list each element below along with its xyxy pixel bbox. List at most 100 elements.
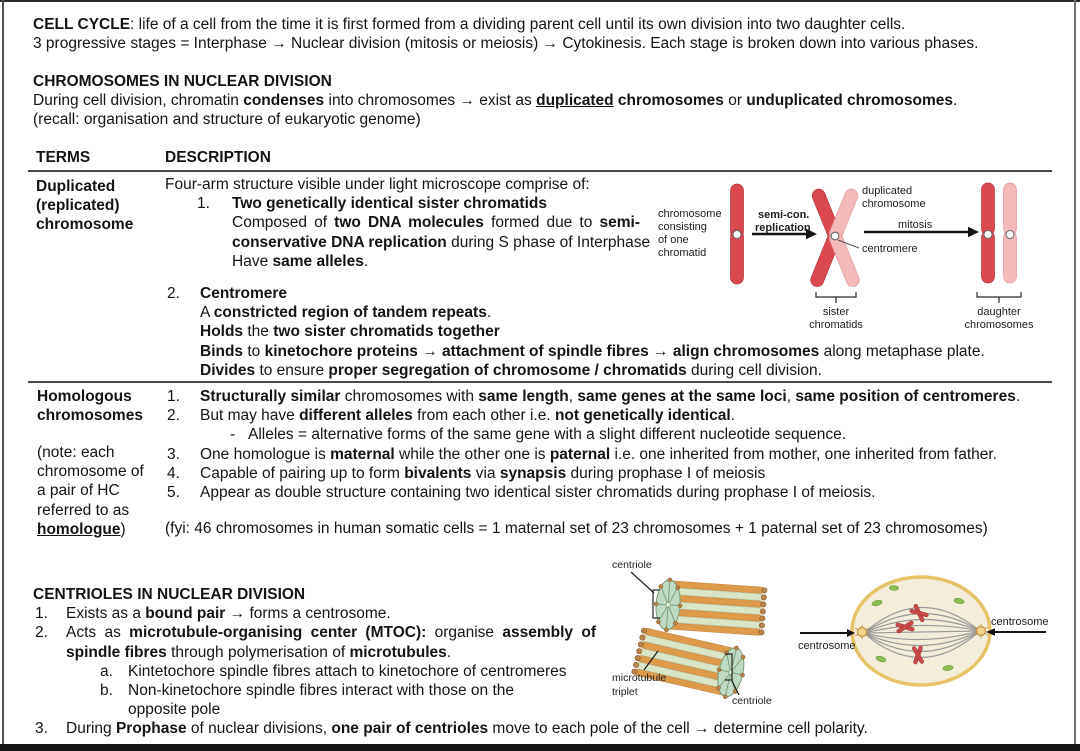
row2-item-text: Capable of pairing up to form bivalents … — [200, 464, 766, 482]
centrioles-item-text: spindle fibres through polymerisation of… — [66, 643, 452, 661]
svg-text:replication: replication — [755, 222, 811, 234]
centrioles-section: CENTRIOLES IN NUCLEAR DIVISION 1. Exists… — [33, 585, 1047, 739]
centrioles-sub-a: a. Kintetochore spindle fibres attach to… — [100, 662, 1047, 681]
term-line: chromosome — [36, 216, 134, 234]
list-letter: a. — [100, 662, 113, 680]
centrioles-item-2: 2. Acts as microtubule-organising center… — [35, 623, 1047, 661]
row2-item-text: One homologue is maternal while the othe… — [200, 445, 997, 463]
label-daughter-chromosomes: daughter chromosomes — [964, 306, 1034, 331]
list-letter: b. — [100, 682, 113, 700]
centriole-bottom-pointer — [731, 680, 740, 696]
centrioles-sub-text: Kintetochore spindle fibres attach to ki… — [128, 662, 567, 680]
label-centriole-bottom: centriole — [732, 695, 772, 707]
row1-item-2: 2. Centromere A constricted region of ta… — [167, 284, 1057, 380]
svg-text:daughter: daughter — [977, 306, 1021, 318]
term-note: (note: each chromosome of a pair of HC r… — [37, 443, 144, 539]
term-line: chromosomes — [37, 407, 143, 425]
sister-chromatids-bracket — [815, 292, 857, 303]
chromosome-replication-diagram: chromosome consisting of one chromatid s… — [658, 182, 1034, 331]
centriole-top-bracket — [652, 589, 660, 619]
row2-item: 2. But may have different alleles from e… — [167, 406, 1058, 425]
row1-item-1: 1. Two genetically identical sister chro… — [197, 194, 650, 271]
col-header-description: DESCRIPTION — [165, 149, 271, 166]
cell-cycle-intro: CELL CYCLE: life of a cell from the time… — [33, 15, 1053, 53]
svg-text:chromatid: chromatid — [658, 247, 706, 259]
table-row-divider — [28, 381, 1052, 383]
mitosis-arrow-icon — [864, 226, 979, 238]
svg-text:semi-con.: semi-con. — [758, 209, 809, 221]
page-border-right — [1074, 0, 1076, 744]
chromosomes-recall: (recall: organisation and structure of e… — [33, 111, 421, 129]
svg-text:microtubule: microtubule — [612, 672, 666, 684]
row2-item-text: Structurally similar chromosomes with sa… — [200, 388, 1021, 405]
label-microtubule-triplet: microtubule triplet — [612, 672, 666, 698]
svg-text:chromatids: chromatids — [809, 319, 863, 331]
label-centriole-top: centriole — [612, 559, 652, 571]
centrosome-right-pole — [973, 624, 989, 638]
label-chromosome-one-chromatid: chromosome consisting of one chromatid — [658, 208, 722, 259]
item1-title: Two genetically identical sister chromat… — [232, 195, 547, 213]
svg-text:chromosome: chromosome — [862, 198, 926, 210]
centrioles-item-text: Exists as a bound pair → forms a centros… — [66, 605, 391, 623]
label-semi-con-replication: semi-con. replication — [755, 209, 811, 234]
item2-title: Centromere — [200, 285, 287, 303]
list-number: 1. — [197, 195, 210, 213]
note-line: a pair of HC — [37, 482, 120, 500]
list-number: 1. — [167, 388, 180, 405]
duplicated-chromosome-x — [810, 188, 860, 287]
centrosome-left-pole — [854, 625, 870, 639]
list-number: 5. — [167, 484, 180, 502]
row2-item-text: But may have different alleles from each… — [200, 407, 735, 425]
centrioles-item-text: Acts as microtubule-organising center (M… — [66, 624, 596, 642]
replication-arrow-icon — [752, 228, 817, 240]
chromosomes-line1: During cell division, chromatin condense… — [33, 92, 958, 110]
fyi-note: (fyi: 46 chromosomes in human somatic ce… — [165, 520, 988, 538]
row1-description: Four-arm structure visible under light m… — [165, 175, 1057, 380]
list-number: 4. — [167, 464, 180, 482]
centriole-cylinder-bottom — [631, 627, 746, 699]
centriole-bottom-bracket — [725, 653, 733, 681]
item2-line: Holds the two sister chromatids together — [200, 323, 500, 341]
svg-text:of one: of one — [658, 234, 689, 246]
item1-line: Composed of two DNA molecules formed due… — [232, 214, 640, 232]
centrioles-sub-b: b. Non-kinetochore spindle fibres intera… — [100, 681, 1047, 719]
cell-cycle-definition: CELL CYCLE: life of a cell from the time… — [33, 16, 906, 33]
list-number: 2. — [167, 285, 180, 303]
label-mitosis: mitosis — [898, 219, 933, 231]
daughter-chromosome-dark — [981, 182, 995, 284]
centriole-top-pointer — [630, 571, 655, 594]
list-number: 2. — [167, 407, 180, 425]
row2-item: 3. One homologue is maternal while the o… — [167, 445, 1058, 464]
daughter-chromosome-light — [1003, 182, 1017, 284]
term-line: Homologous — [37, 388, 132, 405]
table-header-rule — [28, 170, 1052, 172]
svg-text:sister: sister — [823, 306, 850, 318]
row2-description: 1. Structurally similar chromosomes with… — [165, 387, 1058, 538]
row1-intro: Four-arm structure visible under light m… — [165, 176, 590, 193]
label-centrosome-left: centrosome — [798, 640, 855, 652]
row2-item: 4. Capable of pairing up to form bivalen… — [167, 464, 1058, 483]
cell-cycle-stages: 3 progressive stages = Interphase → Nucl… — [33, 35, 979, 53]
list-number: 1. — [35, 605, 48, 623]
dash-bullet: - — [230, 426, 236, 444]
spindle-cell-diagram: centrosome centrosome — [798, 575, 1048, 687]
page-border-left — [2, 0, 4, 751]
centrioles-item-3: 3. During Prophase of nuclear divisions,… — [35, 719, 1047, 738]
single-chromatid-chromosome — [730, 183, 744, 285]
svg-text:chromosome: chromosome — [658, 208, 722, 220]
row1-term: Duplicated (replicated) chromosome — [36, 177, 133, 235]
row2-term: Homologous chromosomes (note: each chrom… — [37, 387, 144, 539]
row2-item-text: Appear as double structure containing tw… — [200, 484, 876, 502]
row2-item: 5. Appear as double structure containing… — [167, 483, 1058, 502]
centrosome-arrow-right — [986, 628, 1046, 636]
page-border-bottom — [0, 744, 1080, 751]
row2-alleles-note: - Alleles = alternative forms of the sam… — [230, 425, 1058, 444]
chromosomes-section: CHROMOSOMES IN NUCLEAR DIVISION During c… — [33, 72, 1053, 130]
term-line: Duplicated — [36, 178, 116, 195]
note-line-homologue: homologue) — [37, 520, 126, 538]
centromere-pointer-line — [837, 239, 860, 249]
list-number: 3. — [167, 445, 180, 463]
list-number: 3. — [35, 720, 48, 738]
centrioles-heading: CENTRIOLES IN NUCLEAR DIVISION — [33, 586, 306, 603]
item2-line: A constricted region of tandem repeats. — [200, 304, 492, 322]
